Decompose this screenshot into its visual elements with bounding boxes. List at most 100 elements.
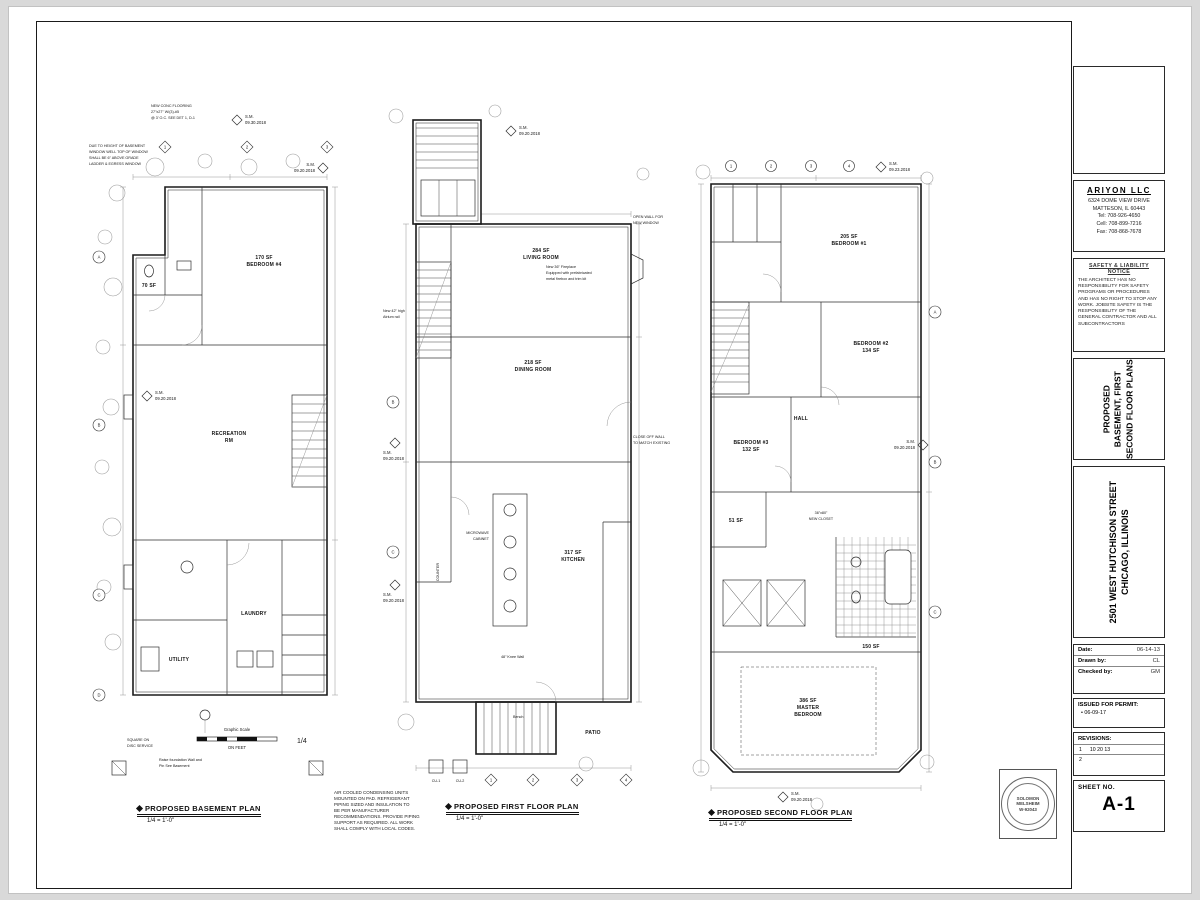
stair-annex xyxy=(412,119,482,225)
grid-markers: 1 2 3 4 A B C xyxy=(725,160,942,619)
sm-marker-label: S.M. xyxy=(889,161,898,166)
sm-marker-label: S.M. xyxy=(245,114,254,119)
revision-row: 2 xyxy=(1074,754,1164,764)
grid-letter: A xyxy=(98,255,101,260)
stamp-name: SOLOMON xyxy=(1016,795,1040,801)
firm-name: ARIYON LLC xyxy=(1087,186,1151,195)
sm-marker-date: 09.23.2018 xyxy=(889,167,911,172)
note-line: CU-2 xyxy=(456,779,465,783)
door-swings xyxy=(762,273,840,483)
title-bullet-icon xyxy=(135,804,144,813)
note-line: Atrium rail xyxy=(383,315,400,319)
room-label: BEDROOM #4 xyxy=(246,262,281,268)
note-line: metal firebox and trim kit xyxy=(546,277,586,281)
plan-scale-text: 1/4 = 1'-0" xyxy=(147,818,175,824)
firm-phone-line: Fax: 708-868-7678 xyxy=(1096,228,1142,235)
project-title-line: BASEMENT, FIRST xyxy=(1113,370,1124,448)
meta-row-checked: Checked by: GM xyxy=(1074,667,1164,677)
grid-letter: C xyxy=(97,593,100,598)
stair xyxy=(291,394,328,488)
note-line: DUE TO HEIGHT OF BASEMENT xyxy=(89,144,146,148)
note-line: 36"x80" xyxy=(815,511,828,515)
note-line: AIR COOLED CONDENSING UNITS xyxy=(334,790,409,795)
note-line: WINDOW WELL TOP OF WINDOW xyxy=(89,150,148,154)
sheet-number-box: SHEET NO. A-1 xyxy=(1073,780,1165,832)
project-title-line: SECOND FLOOR PLANS xyxy=(1124,359,1135,459)
door-swings xyxy=(148,294,250,566)
note-line: 27"x27" W/(3)-#5 xyxy=(151,110,179,114)
room-label: 170 SF xyxy=(255,255,272,261)
sm-marker-date: 09.20.2018 xyxy=(791,797,813,802)
grid-number: 2 xyxy=(770,164,773,169)
exterior-walls xyxy=(415,223,644,755)
notice-title: SAFETY & LIABILITY NOTICE xyxy=(1088,263,1150,275)
note-line: NEW CLOSET xyxy=(809,517,834,521)
bath-tile xyxy=(836,537,916,637)
revision-number: 2 xyxy=(1079,756,1082,763)
note-line: SQUARE ON xyxy=(127,738,149,742)
grid-letter: A xyxy=(934,310,937,315)
firm-address-line: 6324 DOME VIEW DRIVE xyxy=(1088,198,1150,204)
sm-marker-label: S.M. xyxy=(306,162,315,167)
drawing-sheet: A B C D 1 2 3 S.M. 09.30.2018 S.M. 09.20… xyxy=(8,6,1192,894)
note-line: OPEN WALL FOR xyxy=(633,215,663,219)
sm-marker-label: S.M. xyxy=(791,791,800,796)
note-line: MOUNTED ON PAD. REFRIGERANT xyxy=(334,796,410,802)
grid-number: 3 xyxy=(810,164,813,169)
drawn-by-label: Drawn by: xyxy=(1078,658,1107,664)
grid-letter: C xyxy=(391,550,394,555)
room-label: LIVING ROOM xyxy=(523,255,559,261)
scalebar-title: Graphic Scale xyxy=(224,727,251,732)
stamp-number: W-92043 xyxy=(1019,806,1037,812)
note-line: CLOSE OFF WALL xyxy=(633,435,665,439)
firm-address-line: MATTESON, IL 60443 xyxy=(1092,205,1146,212)
note-line: CU-1 xyxy=(432,779,441,783)
dimension-lines xyxy=(120,174,338,696)
room-label: 284 SF xyxy=(532,248,549,254)
revision-markers: S.M. 09.20.2018 S.M. 09.20.2018 S.M. 09.… xyxy=(383,125,541,603)
grid-letter: D xyxy=(97,693,100,698)
second-floor-plan: 1 2 3 4 A B C S.M. 09.23.2018 S.M. 09.20… xyxy=(692,160,942,811)
basement-floor-plan: A B C D 1 2 3 S.M. 09.30.2018 S.M. 09.20… xyxy=(89,104,338,776)
bottom-annotations: SQUARE ON DISC SERVICE Graphic Scale ON … xyxy=(111,709,324,776)
firm-phone-line: Tel: 708-926-4650 xyxy=(1097,213,1141,220)
grid-letter: B xyxy=(98,423,101,428)
sm-marker-label: S.M. xyxy=(383,450,392,455)
note-line: 48" Knee Wall xyxy=(501,655,524,659)
kitchen-island-seats xyxy=(503,503,517,613)
room-label: 51 SF xyxy=(729,518,743,524)
note-line: @ 3' O.C. SEE DET 1, D-1 xyxy=(151,116,195,120)
drawn-by-value: CL xyxy=(1152,658,1160,664)
room-label: 317 SF xyxy=(564,550,581,556)
plan-title-text: PROPOSED FIRST FLOOR PLAN xyxy=(454,802,579,811)
note-line: MICROWAVE xyxy=(466,531,489,535)
basement-plan-title: PROPOSED BASEMENT PLAN 1/4 = 1'-0" xyxy=(135,804,261,824)
note-line: COUNTER xyxy=(436,563,440,582)
stair xyxy=(710,303,750,393)
title-bullet-icon xyxy=(444,802,453,811)
scalebar-units: ON FEET xyxy=(228,745,247,750)
revision-markers: S.M. 09.23.2018 S.M. 09.20.2018 S.M. 09.… xyxy=(777,161,929,803)
date-value: 06-14-13 xyxy=(1136,647,1160,653)
permit-date: • 06-09-17 xyxy=(1081,710,1106,716)
firm-phone-line: Cell: 708-899-7216 xyxy=(1096,221,1142,228)
note-line: Pin See Basement xyxy=(159,764,190,768)
stamp-seal-icon: SOLOMON MELSHEIM W-92043 xyxy=(1001,777,1055,831)
project-address-line: 2501 WEST HUTCHISON STREET xyxy=(1107,480,1118,624)
room-label: BEDROOM #3 xyxy=(733,440,768,446)
note-line: SHALL BE 6" ABOVE GRADE xyxy=(89,156,139,160)
note-line: Bench xyxy=(513,715,523,719)
checked-by-value: GM xyxy=(1150,669,1160,675)
meta-row-drawn: Drawn by: CL xyxy=(1074,656,1164,667)
room-label: DINING ROOM xyxy=(515,367,552,373)
fixtures xyxy=(140,260,274,672)
first-floor-plan: 1 2 3 4 B C S.M. 09.20.2018 S.M. 09.20.2… xyxy=(383,104,670,787)
sm-marker-date: 09.20.2018 xyxy=(294,168,316,173)
room-label: 132 SF xyxy=(742,447,759,453)
grid-letter: C xyxy=(933,610,936,615)
sm-marker-label: S.M. xyxy=(906,439,915,444)
permit-box: ISSUED FOR PERMIT: • 06-09-17 xyxy=(1073,698,1165,728)
plan-notes: NEW CONC FLOORING 27"x27" W/(3)-#5 @ 3' … xyxy=(89,104,195,166)
grid-number: 1 xyxy=(490,778,493,783)
sm-marker-date: 09.30.2018 xyxy=(245,120,267,125)
